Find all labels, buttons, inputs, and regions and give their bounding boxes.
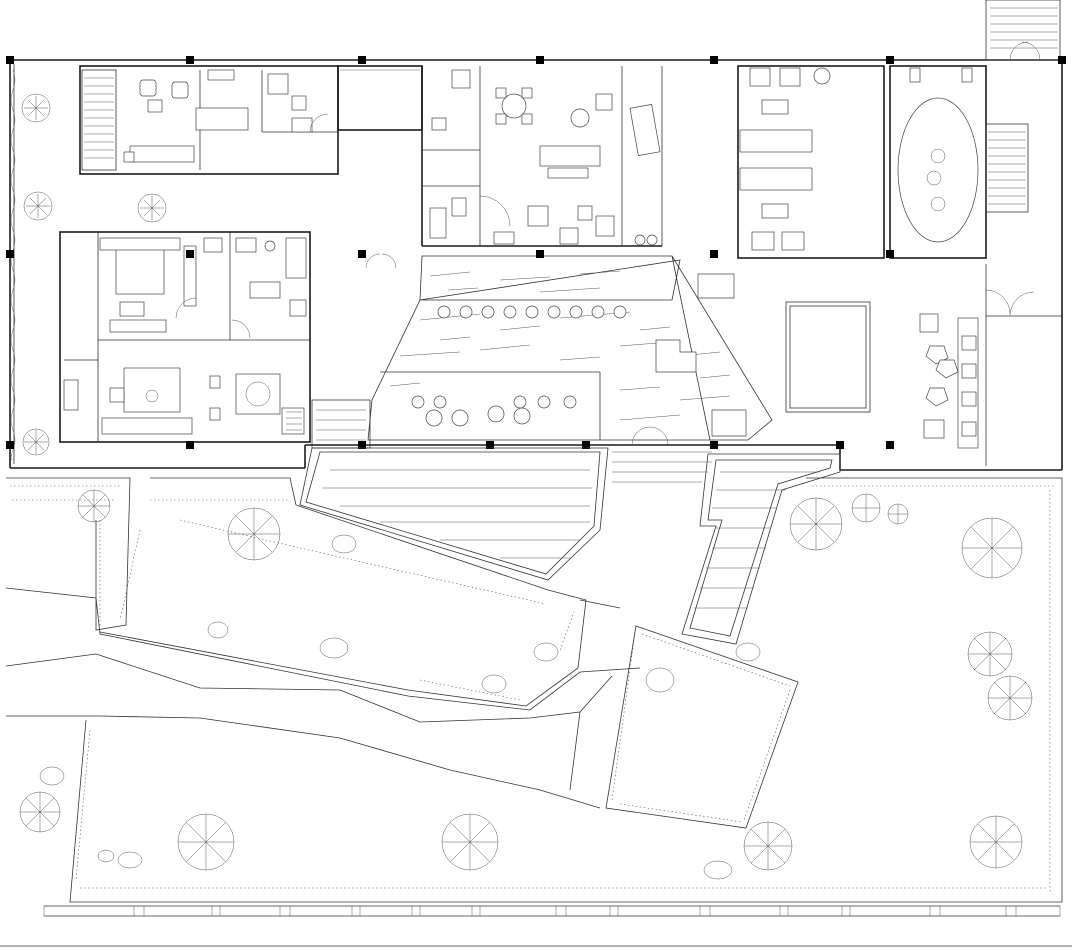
unit-top-center — [337, 65, 663, 247]
trees — [19, 93, 1033, 871]
bar-stools — [437, 305, 627, 319]
hall-floor-grain — [389, 270, 731, 421]
garden-paths — [5, 587, 641, 809]
central-hall — [367, 255, 773, 441]
left-planting-strip — [10, 69, 16, 461]
terrace-deck-right — [612, 451, 841, 645]
lounge-top-right — [737, 65, 885, 259]
terrace-deck-left — [299, 399, 609, 581]
street-curb — [0, 905, 1072, 947]
planting-beds — [6, 477, 1063, 903]
unit-top-left — [79, 65, 339, 175]
shrubs — [39, 534, 761, 880]
lower-stools — [411, 395, 577, 427]
right-hall — [785, 264, 1062, 466]
structural-columns — [6, 56, 1066, 449]
front-doors — [365, 253, 669, 446]
meeting-room — [889, 65, 987, 259]
unit-left-lower — [59, 231, 311, 443]
stair — [985, 0, 1061, 213]
